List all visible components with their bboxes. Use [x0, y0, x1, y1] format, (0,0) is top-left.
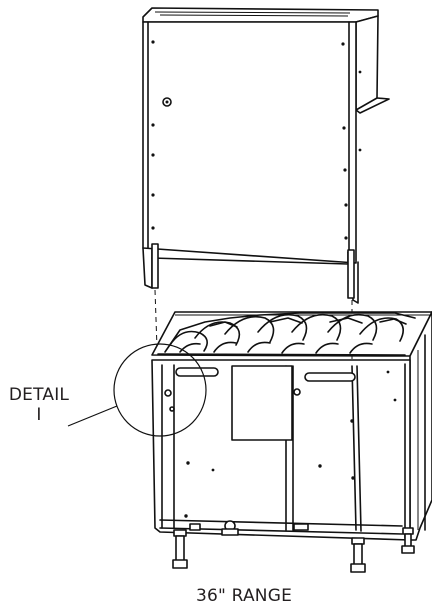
drawing-caption: 36" RANGE	[196, 586, 293, 606]
upper-back-panel	[142, 7, 390, 304]
detail-callout-line1: DETAIL	[8, 385, 70, 405]
detail-callout-circle	[67, 343, 207, 437]
upper-panel-screws	[151, 40, 362, 240]
range-body	[151, 311, 432, 541]
detail-callout-label: DETAIL I	[2, 385, 76, 425]
detail-callout-line2: I	[36, 405, 42, 425]
range-feet	[172, 520, 415, 573]
range-screws	[164, 370, 397, 518]
burner-grates	[157, 312, 416, 356]
